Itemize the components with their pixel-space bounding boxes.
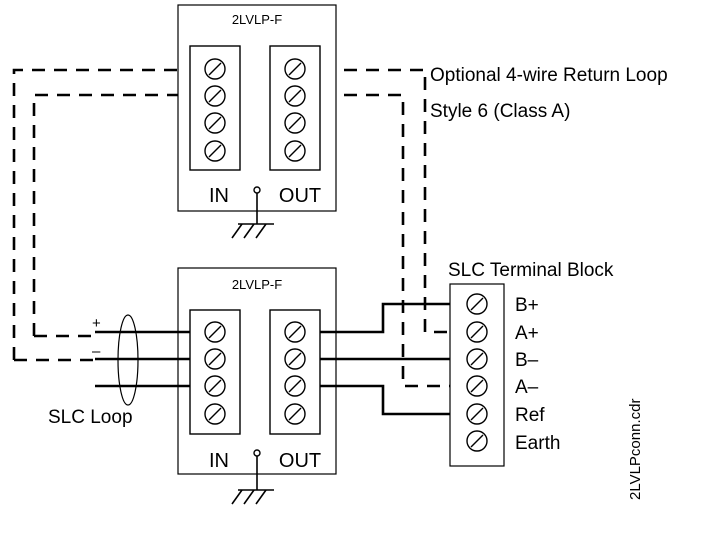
out-wire-ref (320, 384, 470, 416)
wire-bundle-marker (117, 314, 139, 406)
return-loop-label: Optional 4-wire Return Loop (430, 65, 668, 86)
terminal-label-a-minus: A– (515, 377, 539, 398)
return-wire-out-upper (322, 68, 470, 334)
return-wire-out-lower (322, 93, 470, 388)
file-name-label: 2LVLPconn.cdr (627, 399, 644, 500)
module-top-in-screws (204, 58, 226, 162)
slc-loop-label: SLC Loop (48, 407, 133, 428)
module-top-out-screws (284, 58, 306, 162)
return-wire-inner (32, 93, 190, 336)
module-top: 2LVLP-F IN OUT (177, 4, 337, 239)
slc-terminal-block-title: SLC Terminal Block (448, 260, 614, 281)
slc-loop-minus-label: – (92, 343, 101, 360)
slc-loop-plus-label: + (92, 315, 101, 332)
terminal-label-ref: Ref (515, 405, 545, 426)
return-loop-style-label: Style 6 (Class A) (430, 101, 570, 122)
module-top-title: 2LVLP-F (232, 12, 282, 27)
ground-icon (231, 186, 274, 239)
slc-terminal-block: SLC Terminal Block B+ A+ B– A– Ref Earth (448, 260, 614, 467)
module-top-out-label: OUT (279, 185, 321, 207)
ground-icon (231, 449, 274, 505)
terminal-label-a-plus: A+ (515, 323, 539, 344)
module-bottom-in-screws (204, 321, 226, 425)
terminal-label-b-minus: B– (515, 350, 539, 371)
slc-wiring (95, 302, 470, 416)
module-bottom-out-label: OUT (279, 450, 321, 472)
terminal-label-earth: Earth (515, 433, 560, 454)
out-wire-b-plus (320, 302, 470, 334)
module-bottom-out-screws (284, 321, 306, 425)
module-bottom-title: 2LVLP-F (232, 277, 282, 292)
module-top-in-label: IN (209, 185, 229, 207)
return-wire-outer (12, 68, 190, 360)
return-loop-wiring (12, 68, 470, 388)
module-bottom: 2LVLP-F IN OUT (177, 267, 337, 505)
module-bottom-in-label: IN (209, 450, 229, 472)
terminal-label-b-plus: B+ (515, 295, 539, 316)
